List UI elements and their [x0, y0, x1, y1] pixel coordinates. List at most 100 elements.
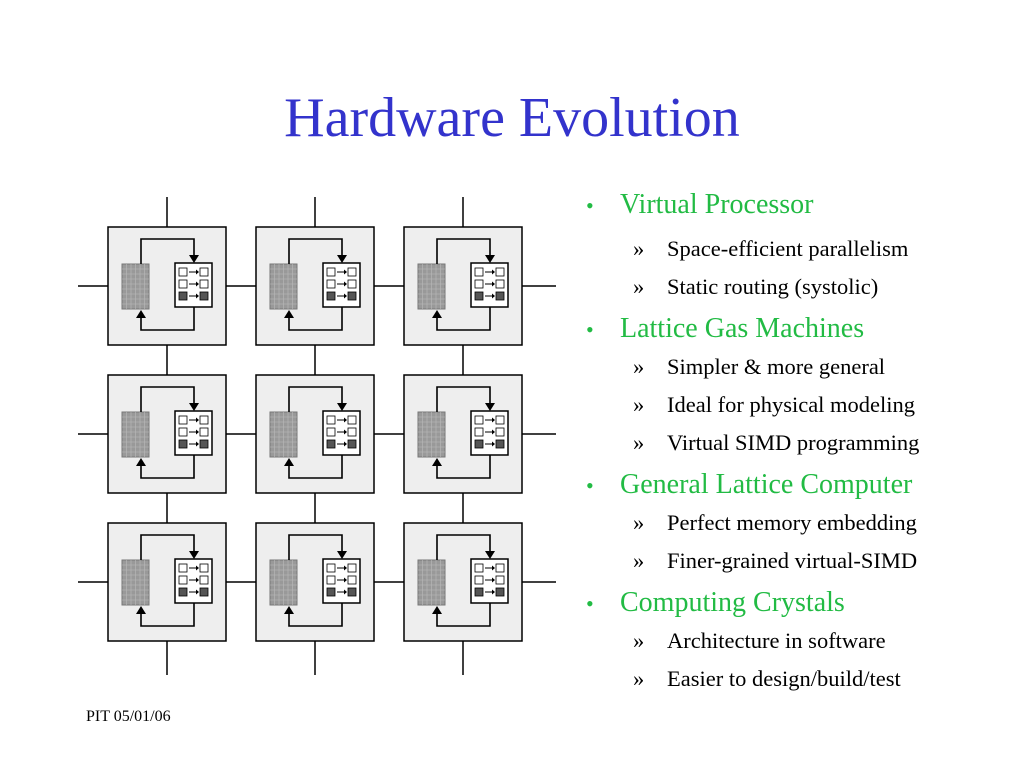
sub-bullet: »Easier to design/build/test [586, 660, 1016, 698]
transition-arrow-head [492, 565, 495, 571]
arrow-down-icon [337, 403, 347, 411]
transition-arrow-head [344, 441, 347, 447]
sub-bullet-label: Architecture in software [667, 628, 886, 653]
processor-cell [107, 522, 227, 642]
state-square [178, 267, 188, 277]
data-path-top [436, 534, 491, 560]
state-square [326, 563, 336, 573]
arrow-up-icon [284, 310, 294, 318]
state-square [199, 427, 209, 437]
bullet-dot: • [586, 193, 594, 218]
bullet-label: Computing Crystals [620, 587, 845, 618]
sub-marker: » [633, 236, 645, 261]
state-square [199, 439, 209, 449]
transition-arrow-head [492, 441, 495, 447]
arrow-down-icon [485, 551, 495, 559]
state-square [199, 267, 209, 277]
processor-cell [255, 226, 375, 346]
state-square [326, 279, 336, 289]
state-square [178, 563, 188, 573]
arrow-down-icon [189, 551, 199, 559]
bullet-heading: • Virtual Processor [586, 186, 1016, 224]
transition-arrow-head [196, 417, 199, 423]
transition-arrow-head [344, 429, 347, 435]
transition-arrow-head [492, 293, 495, 299]
transition-arrow-head [196, 589, 199, 595]
state-square [178, 427, 188, 437]
sub-marker: » [633, 628, 645, 653]
state-square [199, 587, 209, 597]
data-path-top [288, 238, 343, 264]
data-path-top [288, 534, 343, 560]
sub-bullet-label: Ideal for physical modeling [667, 392, 916, 417]
state-square [474, 291, 484, 301]
sub-bullet-label: Space-efficient parallelism [667, 236, 909, 261]
sub-marker: » [633, 510, 645, 535]
state-square [178, 279, 188, 289]
data-path-top [140, 238, 195, 264]
sub-bullet-label: Simpler & more general [667, 354, 886, 379]
arrow-up-icon [136, 458, 146, 466]
state-square [347, 439, 357, 449]
processor-cell [403, 226, 523, 346]
bullet-item: • Virtual Processor » Space-efficient par… [586, 186, 1016, 306]
arrow-down-icon [189, 403, 199, 411]
state-square [199, 575, 209, 585]
arrow-down-icon [485, 403, 495, 411]
arrow-up-icon [284, 458, 294, 466]
arrow-up-icon [136, 606, 146, 614]
data-path-bottom [436, 603, 491, 627]
transition-arrow-head [492, 281, 495, 287]
transition-arrow-head [492, 269, 495, 275]
state-square [474, 439, 484, 449]
state-square [347, 415, 357, 425]
sub-bullet: »Virtual SIMD programming [586, 424, 1016, 462]
transition-arrow-head [196, 269, 199, 275]
sub-bullet-label: Static routing (systolic) [667, 274, 879, 299]
state-square [199, 291, 209, 301]
data-path-bottom [288, 307, 343, 331]
state-square [474, 267, 484, 277]
sub-bullet: » Space-efficient parallelism [586, 230, 1016, 268]
transition-arrow-head [344, 565, 347, 571]
state-square [347, 563, 357, 573]
transition-arrow-head [492, 577, 495, 583]
bullet-dot: • [586, 317, 594, 342]
state-square [474, 563, 484, 573]
transition-arrow-head [492, 417, 495, 423]
state-square [178, 415, 188, 425]
state-square [495, 563, 505, 573]
state-square [495, 575, 505, 585]
arrow-down-icon [337, 255, 347, 263]
sub-marker: » [633, 548, 645, 573]
transition-arrow-head [492, 429, 495, 435]
state-square [347, 427, 357, 437]
state-square [326, 575, 336, 585]
state-square [474, 279, 484, 289]
bullet-heading: • Computing Crystals [586, 584, 1016, 622]
state-square [347, 587, 357, 597]
sub-bullet-label: Finer-grained virtual-SIMD [667, 548, 918, 573]
sub-bullet: » Perfect memory embedding [586, 504, 1016, 542]
sub-bullet-label: Perfect memory embedding [667, 510, 917, 535]
transition-arrow-head [344, 293, 347, 299]
processor-cell [107, 374, 227, 494]
data-path-bottom [436, 455, 491, 479]
data-path-bottom [288, 603, 343, 627]
state-square [326, 291, 336, 301]
state-square [199, 563, 209, 573]
state-square [347, 267, 357, 277]
state-square [178, 575, 188, 585]
sub-bullet: »Ideal for physical modeling [586, 386, 1016, 424]
processor-cell [403, 522, 523, 642]
sub-bullet: » Finer-grained virtual-SIMD [586, 542, 1016, 580]
sub-marker: » [633, 354, 645, 379]
arrow-down-icon [189, 255, 199, 263]
transition-arrow-head [344, 281, 347, 287]
arrow-up-icon [432, 458, 442, 466]
sub-bullet-label: Easier to design/build/test [667, 666, 901, 691]
transition-arrow-head [344, 417, 347, 423]
data-path-bottom [288, 455, 343, 479]
transition-arrow-head [196, 441, 199, 447]
arrow-up-icon [136, 310, 146, 318]
